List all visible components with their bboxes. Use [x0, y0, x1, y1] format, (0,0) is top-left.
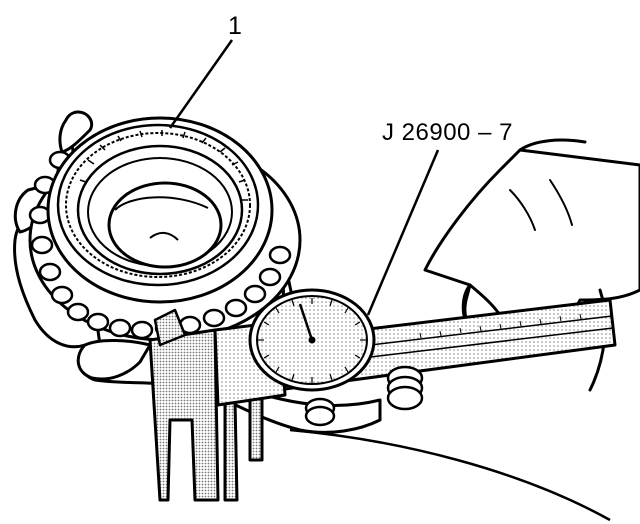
callout-label-part: 1	[228, 12, 242, 40]
callout-leader-1	[168, 39, 234, 129]
callout-leader-tool	[366, 149, 440, 316]
dial-needle	[298, 303, 314, 341]
dial-indicator-icon	[248, 288, 376, 392]
dial-caliper-icon	[148, 298, 617, 502]
gear-ring-icon	[28, 116, 302, 342]
callout-label-tool: J 26900 – 7	[382, 119, 513, 146]
